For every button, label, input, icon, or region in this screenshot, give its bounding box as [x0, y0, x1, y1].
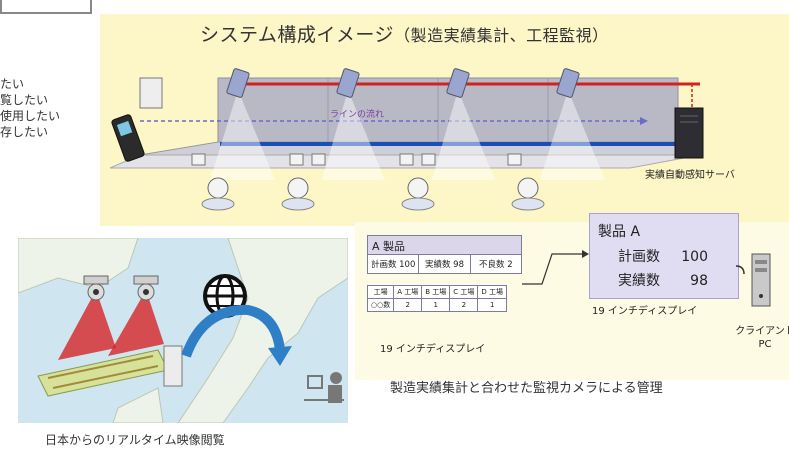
camera-view-cone [432, 90, 495, 180]
display-plan-value: 100 [681, 249, 708, 265]
camera-icon [336, 68, 360, 98]
landmass [18, 238, 139, 294]
left-text-item: 使用したい [0, 109, 61, 123]
display-label: 19 インチディスプレイ [380, 344, 486, 355]
product-box-icon [289, 153, 304, 166]
product-box-icon [399, 153, 414, 166]
landmass [177, 238, 348, 423]
document-icon [139, 77, 163, 109]
server-label: 実績自動感知サーバ [645, 170, 735, 181]
camera-icon [83, 275, 109, 301]
large-display: 製品 A 計画数 100 実績数 98 [589, 213, 739, 299]
product-box-icon [311, 153, 326, 166]
left-text-list: たい 覧したい 使用したい 存したい [0, 76, 60, 140]
display-actual-value: 98 [690, 273, 708, 289]
remote-monitoring-map [18, 238, 348, 423]
camera-icon [226, 68, 250, 98]
table-header-cell: A 工場 [393, 285, 423, 299]
camera-icon [133, 275, 159, 301]
transmission-arrow [181, 304, 285, 358]
camera-beam-red [108, 290, 164, 356]
diagram-title-sub: （製造実績集計、工程監視） [394, 26, 609, 45]
diagram-title-main: システム構成イメージ [200, 24, 395, 46]
top-left-frame [0, 0, 92, 14]
camera-view-cone [540, 90, 605, 180]
client-label-line1: クライアント [735, 326, 789, 337]
table-header-cell: B 工場 [421, 285, 451, 299]
product-box-icon [421, 153, 436, 166]
client-pc-icon [736, 253, 771, 307]
table-cell: 1 [477, 298, 508, 312]
display-actual-label: 実績数 [618, 273, 660, 289]
table-cell: 不良数 2 [470, 255, 521, 273]
camera-icon [556, 68, 580, 98]
bottom-caption: 製造実績集計と合わせた監視カメラによる管理 [390, 381, 663, 396]
line-flow-arrowhead [640, 117, 648, 125]
map-caption: 日本からのリアルタイム映像閲覧 [45, 433, 225, 447]
table-row: 工場 A 工場 B 工場 C 工場 D 工場 [366, 285, 508, 299]
left-text-item: たい [0, 77, 25, 91]
worker-icon [281, 177, 315, 211]
display-product-name: 製品 A [598, 224, 641, 240]
display-size-label: 19 インチディスプレイ [592, 306, 698, 317]
client-pc-label: クライアント PC [735, 325, 789, 351]
table-header-cell: C 工場 [449, 285, 479, 299]
diagram-title: システム構成イメージ（製造実績集計、工程監視） [200, 20, 609, 47]
pc-drive [755, 260, 767, 264]
table-cell: 計画数 100 [368, 255, 420, 273]
table-cell: 1 [421, 298, 451, 312]
table-header-cell: D 工場 [477, 285, 508, 299]
production-line-illustration [109, 68, 704, 211]
table-header-cell: 工場 [366, 285, 395, 299]
table-cell: 2 [393, 298, 423, 312]
camera-icon [446, 68, 470, 98]
table-product-title: A 製品 [372, 240, 406, 253]
pc-tower [751, 253, 771, 307]
display-plan-row: 計画数 100 [618, 246, 708, 266]
table-cell: 2 [449, 298, 479, 312]
camera-view-cone [210, 90, 275, 180]
camera-view-cone [322, 90, 385, 180]
pc-power [759, 294, 763, 298]
left-text-item: 存したい [0, 125, 49, 139]
pc-drive [755, 268, 767, 272]
japan-map-illustration [18, 238, 348, 423]
connector-arrow [522, 250, 589, 285]
connector-arrowhead [582, 250, 589, 258]
left-text-item: 覧したい [0, 93, 49, 107]
handheld-screen [116, 120, 133, 137]
landmass [112, 387, 164, 423]
pc-cable [736, 265, 745, 275]
worker-icon [201, 177, 235, 211]
worker-icon [511, 177, 545, 211]
production-summary-table: A 製品 計画数 100 実績数 98 不良数 2 [367, 235, 522, 274]
client-label-line2: PC [758, 339, 772, 350]
camera-beam-red [58, 290, 116, 360]
connector-line [522, 253, 582, 285]
product-box-icon [507, 153, 522, 166]
worker-icon [401, 177, 435, 211]
factory-breakdown-table: 工場 A 工場 B 工場 C 工場 D 工場 ○○数 2 1 2 1 [366, 285, 508, 312]
server-icon [163, 345, 183, 387]
display-actual-row: 実績数 98 [618, 270, 708, 290]
remote-viewer-icon [304, 372, 344, 403]
arrow-head [268, 346, 292, 366]
product-box-icon [191, 153, 206, 166]
table-cell: ○○数 [366, 298, 395, 312]
table-stats-row: 計画数 100 実績数 98 不良数 2 [368, 254, 521, 273]
factory-workstations [47, 355, 159, 389]
table-cell: 実績数 98 [419, 255, 471, 273]
display-plan-label: 計画数 [618, 249, 660, 265]
table-row: ○○数 2 1 2 1 [366, 298, 508, 312]
line-flow-label: ラインの流れ [330, 110, 385, 120]
